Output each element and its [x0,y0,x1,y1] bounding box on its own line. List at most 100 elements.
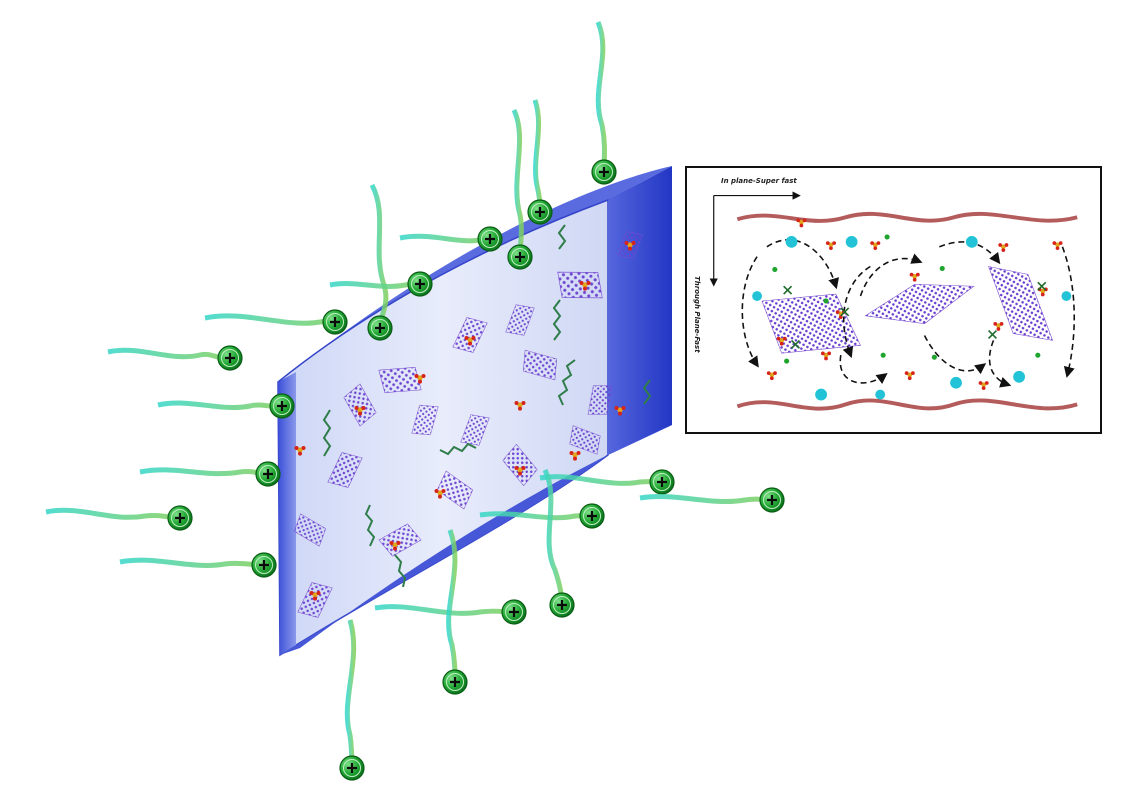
green-ion [784,358,790,364]
cation-tail [329,281,421,289]
sulfonate-group-icon [796,218,807,228]
transport-path [842,265,871,359]
sulfonate-group-icon [870,241,881,251]
sulfonate-group-icon [766,371,777,381]
cation-tail [107,347,229,361]
plus-circle-icon [268,392,296,420]
plus-circle-icon [366,314,394,342]
cation-tail [374,604,513,616]
green-ion [931,354,937,360]
plus-circle-icon [548,591,576,619]
cation-tail [139,467,267,477]
membrane-bottom-face [280,425,672,655]
plus-circle-icon [590,158,618,186]
membrane-right-face [608,166,672,455]
plus-circle-icon [441,668,469,696]
cyan-ion [752,291,762,301]
cation-tail [511,108,524,258]
in-plane-label: In plane-Super fast [721,177,797,185]
cation-tail [399,233,491,244]
transport-path [839,355,888,385]
green-ion [823,298,829,304]
membrane-left-edge [278,372,296,655]
sulfonate-group-icon [820,351,832,361]
transport-path [741,256,759,368]
sulfonate-group-icon [1052,241,1063,251]
transport-inset: In plane-Super fast Through Plane-Fast [685,166,1102,434]
plus-circle-icon [578,502,606,530]
polymer-chain-bottom [736,398,1078,411]
cyan-ion [875,389,886,400]
through-plane-label: Through Plane-Fast [693,276,701,353]
blocked-x-icon [783,285,793,295]
cation-tail [204,313,341,326]
cation-tail [532,99,543,213]
green-ion [884,234,890,240]
plus-circle-icon [648,468,676,496]
cations-top [329,21,618,342]
cyan-ion [815,388,828,401]
green-ion [772,266,778,273]
alkyl-chain-icon [552,299,562,341]
polymer-chain-top [736,211,1078,223]
alkyl-chain-icon [322,409,332,457]
cyan-ion [845,235,858,248]
sulfonate-group-icon [909,272,920,282]
cyan-ion [1061,291,1072,301]
cations-right [479,468,786,530]
cations-bottom [338,468,576,782]
alkyl-chain-icon [364,504,376,547]
cyan-ion [785,235,798,248]
blocked-x-icon [1037,281,1047,291]
lattice-flake-icon [988,266,1054,341]
plus-circle-icon [476,225,504,253]
lattice-flake-icon [864,283,975,324]
green-ion [1035,352,1041,358]
plus-circle-icon [406,270,434,298]
cation-tail [369,183,389,329]
cations-left [45,308,349,579]
sulfonate-group-icon [978,381,989,390]
cation-tail [45,507,179,521]
cation-tail [595,21,607,173]
plus-circle-icon [254,460,282,488]
blocked-x-icon [988,329,997,339]
green-ion [880,352,886,358]
plus-circle-icon [216,344,244,372]
cation-tail [639,493,771,505]
membrane-fillers [289,224,652,624]
blocked-x-icon [840,307,850,317]
plus-circle-icon [758,486,786,514]
cyan-ion [950,376,962,389]
lattice-flake-icon [761,293,861,354]
cation-tail [119,557,263,568]
plus-circle-icon [506,243,534,271]
plus-circle-icon [500,598,528,626]
transport-path [859,253,923,297]
sulfonate-group-icon [904,371,915,381]
transport-path [766,239,840,290]
sulfonate-group-icon [825,241,836,251]
cyan-ion [965,235,978,248]
alkyl-chain-icon [642,379,652,405]
alkyl-chain-icon [557,359,576,406]
cation-tail [344,619,357,769]
sulfonate-group-icon [998,243,1009,253]
alkyl-chain-icon [439,442,477,456]
plus-circle-icon [526,198,554,226]
plus-circle-icon [338,754,366,782]
alkyl-chain-icon [394,554,407,588]
alkyl-chain-icon [557,224,567,250]
green-ion [939,265,945,272]
sulfonate-group-icon [993,321,1004,331]
plus-circle-icon [250,551,278,579]
blocked-x-icon [790,339,800,349]
transport-path [988,340,1012,388]
cation-tail [157,400,281,411]
cyan-ion [1013,370,1026,383]
plus-circle-icon [321,308,349,336]
transport-path [1061,246,1075,378]
inset-diagram [709,191,1078,411]
